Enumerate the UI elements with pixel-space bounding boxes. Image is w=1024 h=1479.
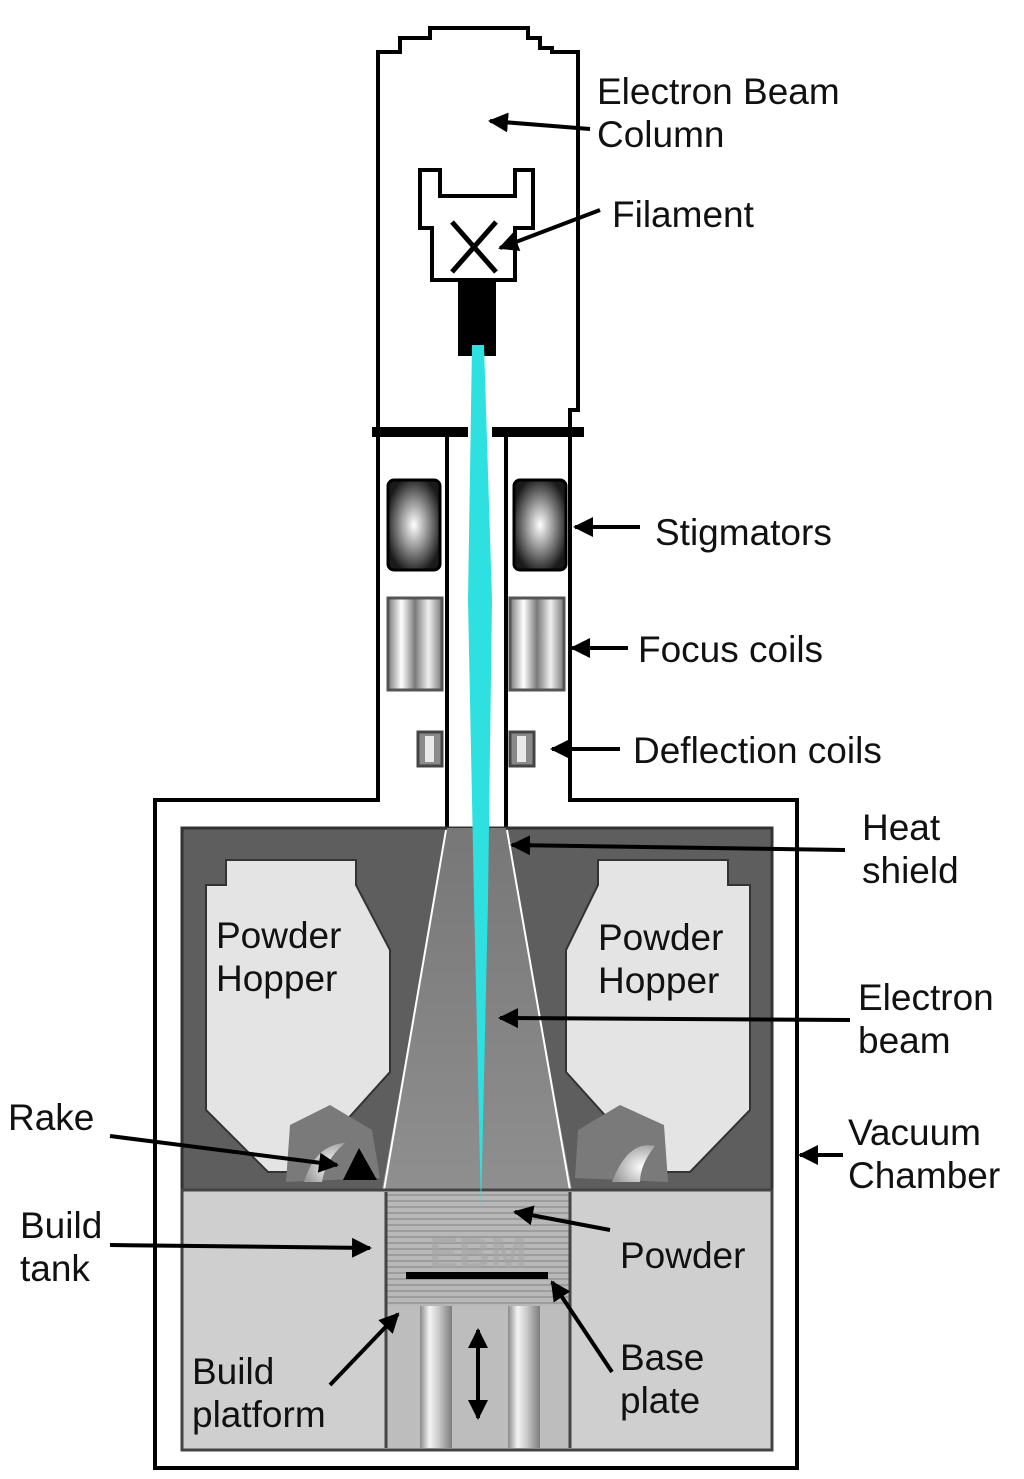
focus-coil-right	[508, 596, 566, 692]
rake	[343, 1148, 377, 1180]
label-filament: Filament	[612, 194, 755, 235]
focus-coil-left	[386, 596, 444, 692]
label-rake: Rake	[8, 1097, 94, 1138]
ebm-mark: EBM	[429, 1229, 527, 1278]
platform-pillar-left	[420, 1306, 452, 1448]
stigmator-left	[386, 478, 442, 572]
electron-beam	[468, 345, 492, 1210]
platform-pillar-right	[508, 1306, 540, 1448]
powder-bed	[386, 1192, 570, 1306]
label-deflection-coils: Deflection coils	[633, 730, 882, 771]
anode-block	[458, 282, 496, 356]
filament-assembly	[418, 168, 535, 356]
base-plate	[406, 1272, 548, 1279]
powder-hopper-right	[565, 859, 751, 1173]
aperture-plate-left	[372, 427, 468, 437]
aperture-plate-right	[492, 427, 584, 437]
stigmator-right	[512, 478, 568, 572]
label-focus-coils: Focus coils	[638, 629, 823, 670]
label-stigmators: Stigmators	[655, 512, 832, 553]
label-powder: Powder	[620, 1235, 745, 1276]
